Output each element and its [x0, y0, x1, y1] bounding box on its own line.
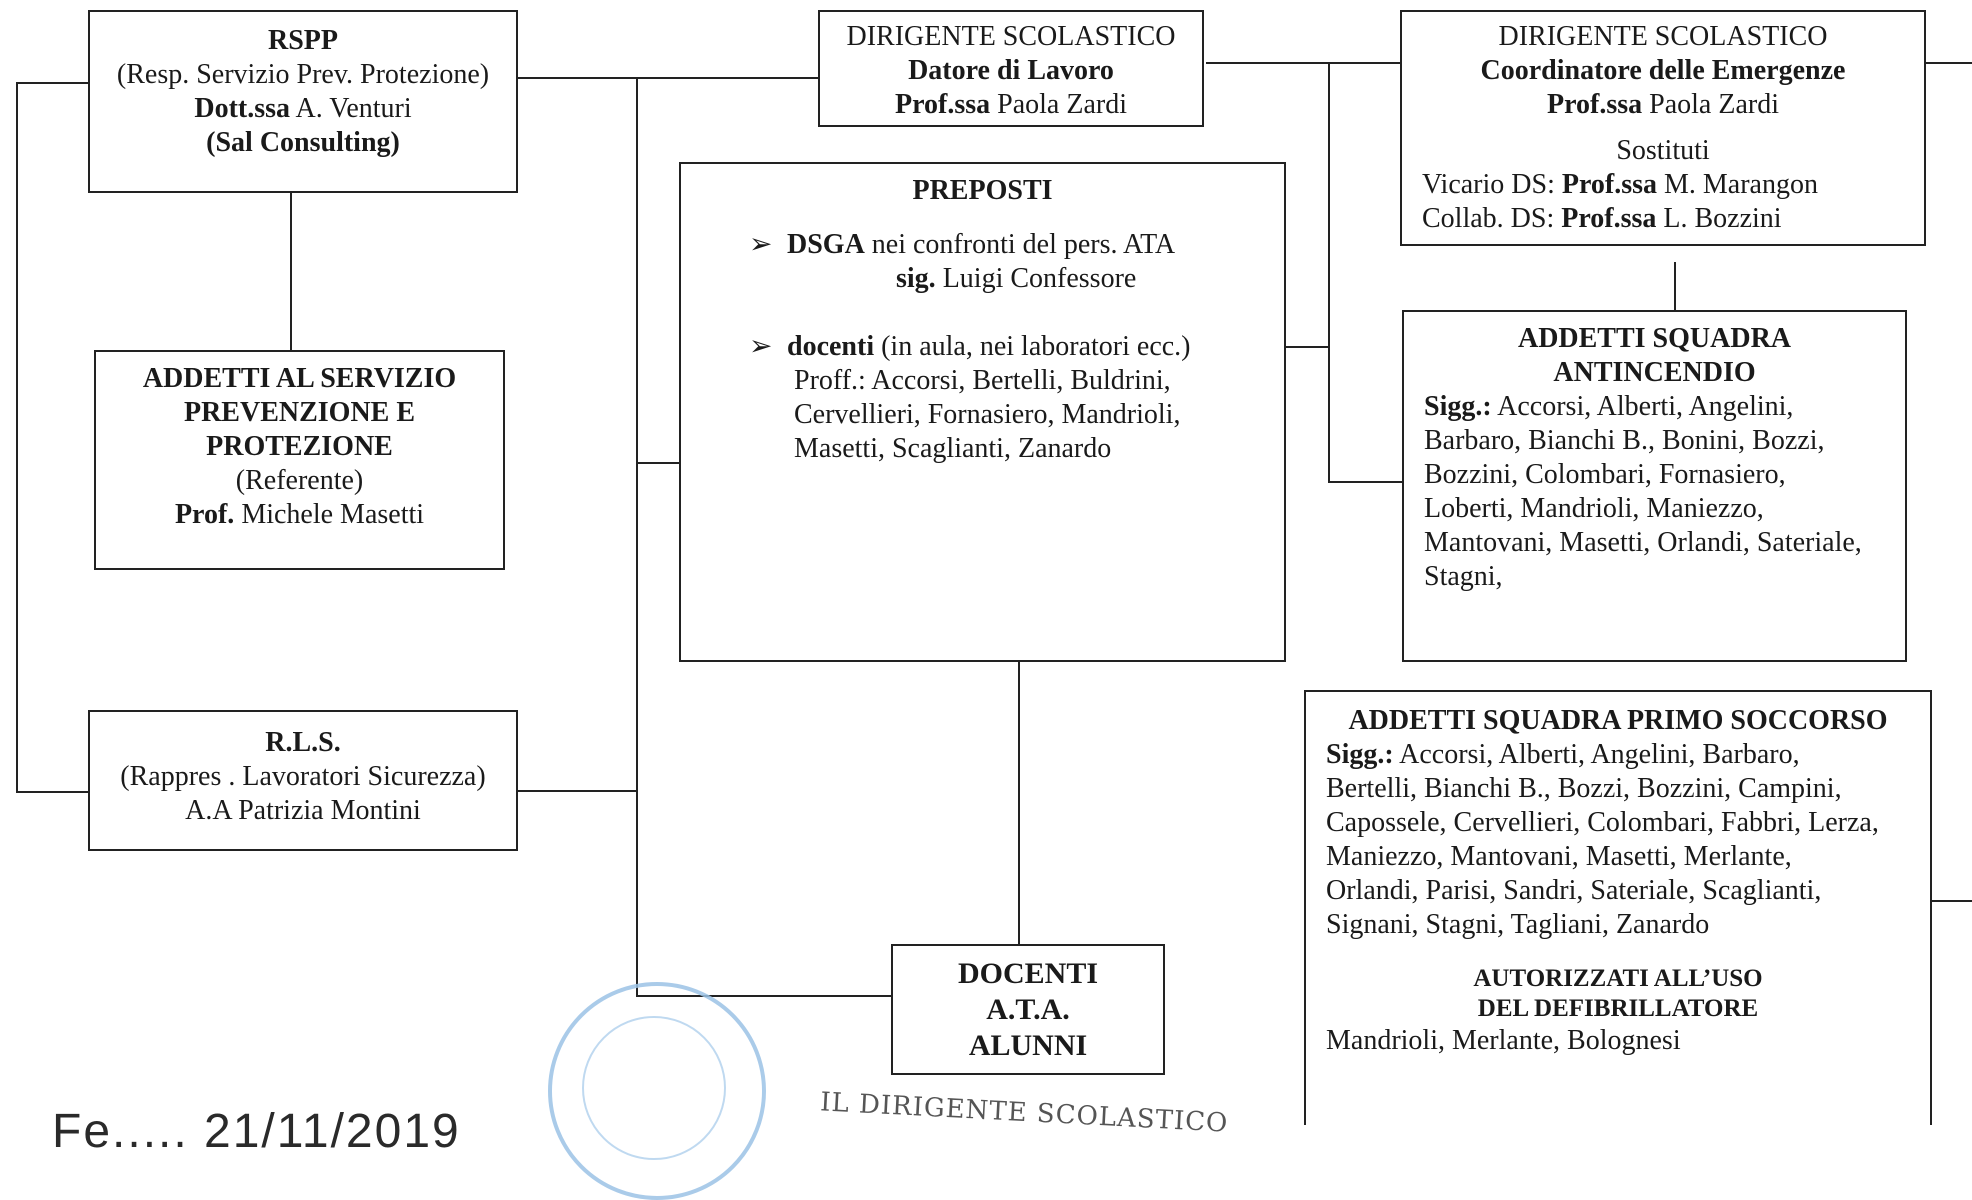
destinatari-line1: DOCENTI: [957, 957, 1099, 990]
preposti-docenti: ➢docenti (in aula, nei laboratori ecc.): [749, 331, 1191, 362]
aspp-name: Prof. Michele Masetti: [174, 499, 425, 530]
ds-datore-name: Prof.ssa Paola Zardi: [895, 89, 1127, 120]
ps-names-5: Orlandi, Parisi, Sandri, Sateriale, Scag…: [1326, 875, 1822, 906]
antincendio-line2: ANTINCENDIO: [1553, 357, 1756, 388]
connector: [1018, 662, 1020, 944]
preposti-dsga-name: sig. Luigi Confessore: [896, 263, 1137, 294]
antincendio-names-2: Barbaro, Bianchi B., Bonini, Bozzi,: [1424, 425, 1825, 456]
rls-name: A.A Patrizia Montini: [185, 795, 421, 826]
destinatari-line3: ALUNNI: [968, 1029, 1088, 1062]
document-date: Fe..... 21/11/2019: [52, 1105, 461, 1158]
antincendio-names-5: Mantovani, Masetti, Orlandi, Sateriale,: [1424, 527, 1862, 558]
connector: [1328, 62, 1330, 482]
connector: [517, 790, 637, 792]
connector: [636, 995, 892, 997]
defib-line2: DEL DEFIBRILLATORE: [1477, 995, 1759, 1022]
defib-names: Mandrioli, Merlante, Bolognesi: [1326, 1025, 1681, 1056]
collab-line: Collab. DS: Prof.ssa L. Bozzini: [1422, 203, 1782, 234]
connector: [290, 193, 292, 350]
connector: [636, 462, 681, 464]
destinatari-box: DOCENTI A.T.A. ALUNNI: [891, 944, 1165, 1075]
connector: [1930, 900, 1972, 902]
connector: [16, 791, 90, 793]
preposti-proff-3: Masetti, Scaglianti, Zanardo: [794, 433, 1112, 464]
ds-coord-role: Coordinatore delle Emergenze: [1480, 55, 1846, 86]
rspp-name: Dott.ssa A. Venturi: [194, 93, 412, 124]
ds-coord-name: Prof.ssa Paola Zardi: [1547, 89, 1779, 120]
rls-title: R.L.S.: [265, 727, 341, 758]
aspp-box: ADDETTI AL SERVIZIO PREVENZIONE E PROTEZ…: [94, 350, 505, 570]
rls-box: R.L.S. (Rappres . Lavoratori Sicurezza) …: [88, 710, 518, 851]
connector: [1285, 346, 1329, 348]
connector: [16, 82, 18, 792]
rls-subtitle: (Rappres . Lavoratori Sicurezza): [120, 761, 486, 792]
antincendio-line1: ADDETTI SQUADRA: [1517, 323, 1792, 354]
ps-names-1: Sigg.: Accorsi, Alberti, Angelini, Barba…: [1326, 739, 1800, 770]
stamp-inner-ring: [582, 1016, 726, 1160]
ds-datore-box: DIRIGENTE SCOLASTICO Datore di Lavoro Pr…: [818, 10, 1204, 127]
antincendio-names-1: Sigg.: Accorsi, Alberti, Angelini,: [1424, 391, 1794, 422]
connector: [1925, 62, 1972, 64]
ds-coord-title: DIRIGENTE SCOLASTICO: [1498, 21, 1828, 52]
rspp-company: (Sal Consulting): [206, 127, 400, 158]
preposti-dsga: ➢DSGA nei confronti del pers. ATA: [749, 229, 1176, 260]
connector: [1328, 481, 1403, 483]
aspp-line2: PREVENZIONE E: [183, 397, 416, 428]
rspp-box: RSPP (Resp. Servizio Prev. Protezione) D…: [88, 10, 518, 193]
preposti-proff-1: Proff.: Accorsi, Bertelli, Buldrini,: [794, 365, 1171, 396]
defib-line1: AUTORIZZATI ALL’USO: [1473, 965, 1763, 992]
preposti-proff-2: Cervellieri, Fornasiero, Mandrioli,: [794, 399, 1181, 430]
ps-names-2: Bertelli, Bianchi B., Bozzi, Bozzini, Ca…: [1326, 773, 1842, 804]
antincendio-names-3: Bozzini, Colombari, Fornasiero,: [1424, 459, 1786, 490]
connector: [1674, 262, 1676, 312]
ds-datore-role: Datore di Lavoro: [908, 55, 1114, 86]
connector: [1206, 62, 1401, 64]
aspp-line3: PROTEZIONE: [206, 431, 393, 462]
bullet-arrow-icon: ➢: [749, 229, 773, 260]
sostituti-label: Sostituti: [1616, 135, 1710, 166]
antincendio-names-6: Stagni,: [1424, 561, 1503, 592]
connector: [636, 77, 638, 996]
primo-soccorso-title: ADDETTI SQUADRA PRIMO SOCCORSO: [1348, 705, 1888, 736]
connector: [16, 82, 88, 84]
preposti-title: PREPOSTI: [912, 175, 1053, 206]
connector: [516, 77, 818, 79]
aspp-line4: (Referente): [235, 465, 364, 496]
preposti-box: PREPOSTI ➢DSGA nei confronti del pers. A…: [679, 162, 1286, 662]
primo-soccorso-box: ADDETTI SQUADRA PRIMO SOCCORSO Sigg.: Ac…: [1304, 690, 1932, 1125]
ps-names-4: Maniezzo, Mantovani, Masetti, Merlante,: [1326, 841, 1792, 872]
ps-names-6: Signani, Stagni, Tagliani, Zanardo: [1326, 909, 1710, 940]
org-chart: RSPP (Resp. Servizio Prev. Protezione) D…: [16, 10, 1972, 1200]
antincendio-names-4: Loberti, Mandrioli, Maniezzo,: [1424, 493, 1764, 524]
rspp-subtitle: (Resp. Servizio Prev. Protezione): [116, 59, 490, 90]
rspp-title: RSPP: [268, 25, 338, 56]
ds-coordinatore-box: DIRIGENTE SCOLASTICO Coordinatore delle …: [1400, 10, 1926, 246]
destinatari-line2: A.T.A.: [986, 993, 1070, 1026]
vicario-line: Vicario DS: Prof.ssa M. Marangon: [1422, 169, 1818, 200]
signature-text: IL DIRIGENTE SCOLASTICO: [819, 1087, 1230, 1139]
bullet-arrow-icon: ➢: [749, 331, 773, 362]
ps-names-3: Capossele, Cervellieri, Colombari, Fabbr…: [1326, 807, 1879, 838]
school-stamp: [548, 982, 766, 1200]
antincendio-box: ADDETTI SQUADRA ANTINCENDIO Sigg.: Accor…: [1402, 310, 1907, 662]
aspp-line1: ADDETTI AL SERVIZIO: [142, 363, 457, 394]
ds-datore-title: DIRIGENTE SCOLASTICO: [846, 21, 1176, 52]
